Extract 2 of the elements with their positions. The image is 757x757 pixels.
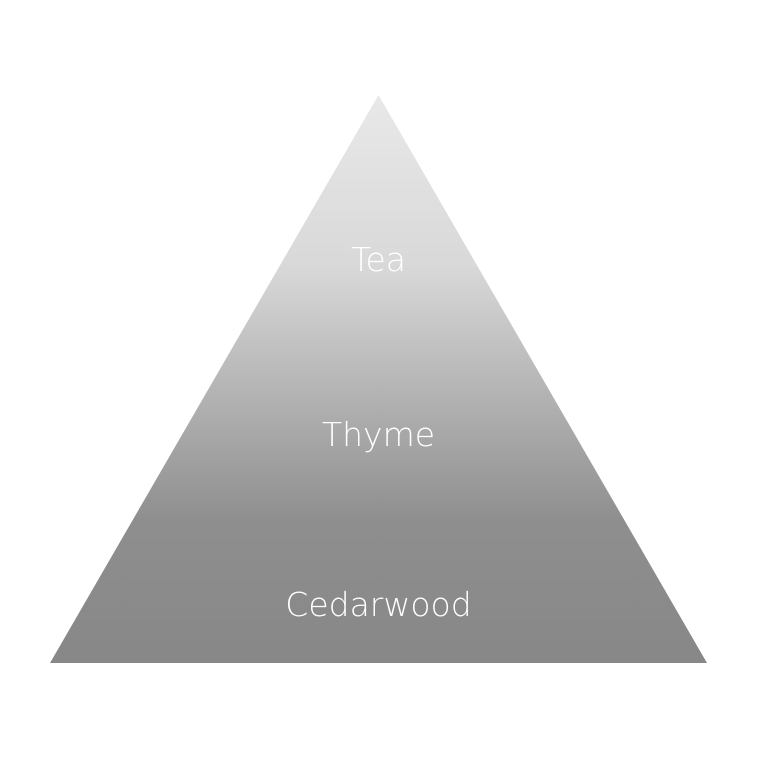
- tier-label: Thyme: [322, 415, 436, 455]
- tier-label: Cedarwood: [285, 585, 472, 625]
